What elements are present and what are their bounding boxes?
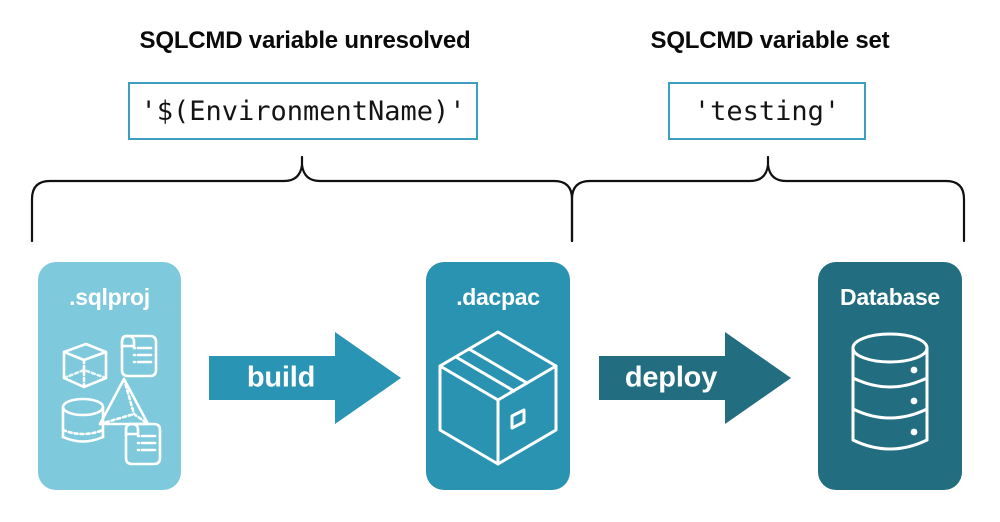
brace-left (30, 155, 574, 243)
arrow-deploy-shape (599, 332, 791, 424)
cube-icon (62, 342, 108, 389)
package-box-icon (438, 330, 558, 466)
arrow-build-shape (209, 332, 401, 424)
script-icon (124, 422, 162, 466)
sqlcmd-variable-set-value: 'testing' (693, 95, 841, 127)
brace-right (570, 155, 966, 243)
sqlcmd-variable-unresolved-value: '$(EnvironmentName)' (140, 95, 466, 127)
card-database-label: Database (840, 284, 940, 310)
database-objects-icon (61, 334, 162, 466)
card-sqlproj: .sqlproj (38, 262, 181, 490)
section-title-left: SQLCMD variable unresolved (139, 27, 471, 54)
arrow-build: build (209, 330, 401, 426)
card-database: Database (818, 262, 962, 490)
pyramid-icon (98, 377, 150, 426)
database-cylinder-icon (851, 332, 929, 451)
sqlcmd-variable-set-box: 'testing' (668, 82, 866, 140)
card-dacpac: .dacpac (426, 262, 570, 490)
sqlcmd-variable-unresolved-box: '$(EnvironmentName)' (128, 82, 478, 140)
card-dacpac-label: .dacpac (456, 284, 540, 310)
arrow-deploy: deploy (599, 330, 791, 426)
section-title-right: SQLCMD variable set (650, 27, 890, 54)
cylinder-icon (61, 397, 105, 443)
script-icon (120, 334, 158, 378)
card-sqlproj-label: .sqlproj (69, 284, 150, 310)
